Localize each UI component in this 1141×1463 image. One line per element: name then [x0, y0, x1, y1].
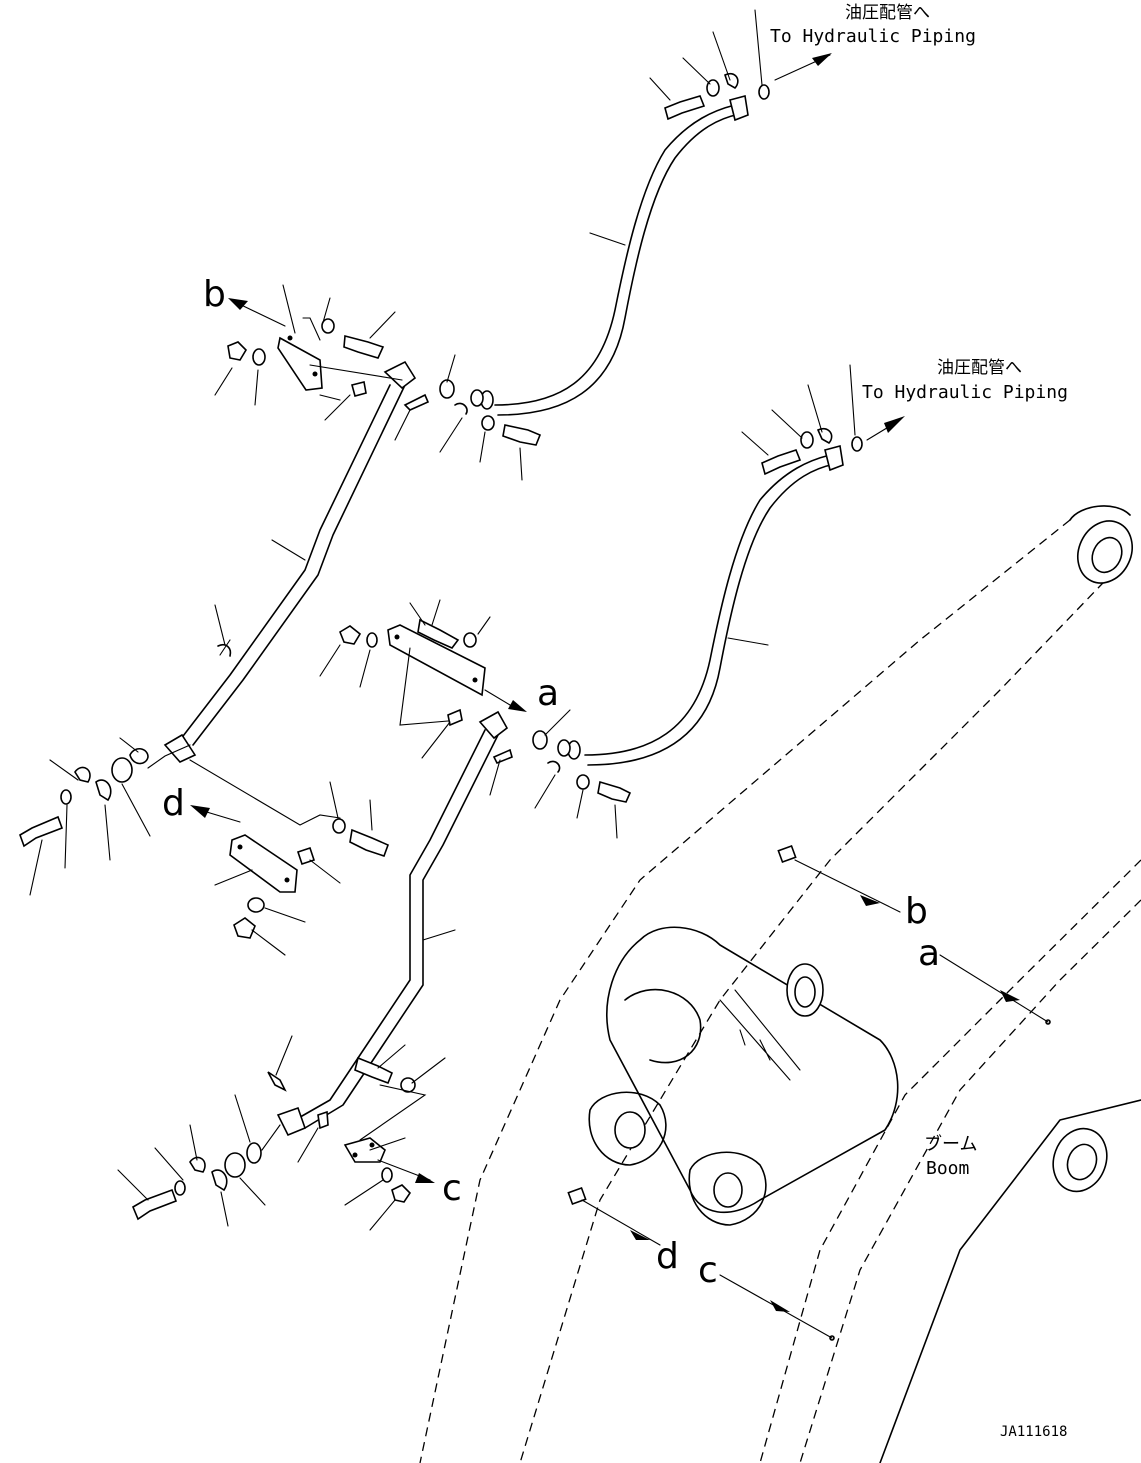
ref-label-d-lower: d	[656, 1236, 679, 1277]
bolt-d	[19, 815, 64, 848]
boom-label-ja: ブーム	[924, 1133, 977, 1155]
bracket-c	[343, 1137, 386, 1163]
mount-pad-b	[777, 844, 797, 864]
ref-label-a-upper: a	[537, 673, 559, 714]
elbow-upper	[383, 360, 417, 390]
fitting-group-d	[19, 737, 390, 956]
lower-hose-assembly	[276, 364, 905, 1137]
bolt-b	[343, 334, 385, 359]
bracket-d	[229, 834, 298, 893]
bolt-lower-right	[761, 449, 802, 476]
bolt-c	[131, 1188, 178, 1221]
note-lower-ja: 油圧配管へ	[937, 358, 1022, 378]
bolt-upper-right	[664, 95, 706, 121]
o-ring-lower	[532, 730, 548, 750]
elbow-lower	[478, 710, 509, 740]
o-ring-upper	[439, 379, 455, 399]
note-upper-ja: 油圧配管へ	[845, 3, 930, 23]
nut-a	[339, 625, 362, 645]
fitting-group-c	[117, 1035, 446, 1231]
nut-b	[227, 341, 248, 361]
boom-outline	[419, 505, 1141, 1463]
nut-c	[391, 1184, 412, 1203]
bracket-b	[277, 336, 323, 391]
nut-d	[233, 917, 256, 939]
ref-label-b-upper: b	[203, 274, 226, 315]
mount-pad-d	[567, 1186, 587, 1206]
ref-label-c-lower: c	[698, 1250, 718, 1291]
boom-label-en: Boom	[926, 1158, 969, 1179]
bracket-a	[387, 624, 486, 697]
ref-label-c-upper: c	[442, 1168, 462, 1209]
annotations: 油圧配管へ To Hydraulic Piping 油圧配管へ To Hydra…	[162, 3, 1068, 1440]
cylinder-bracket	[606, 926, 899, 1214]
note-lower-en: To Hydraulic Piping	[862, 382, 1068, 403]
ref-label-d-upper: d	[162, 783, 185, 824]
drawing-number: JA111618	[1000, 1424, 1067, 1440]
ref-label-a-lower: a	[918, 933, 940, 974]
upper-hose-assembly	[163, 9, 832, 763]
ref-label-b-lower: b	[905, 891, 928, 932]
note-upper-en: To Hydraulic Piping	[770, 26, 976, 47]
